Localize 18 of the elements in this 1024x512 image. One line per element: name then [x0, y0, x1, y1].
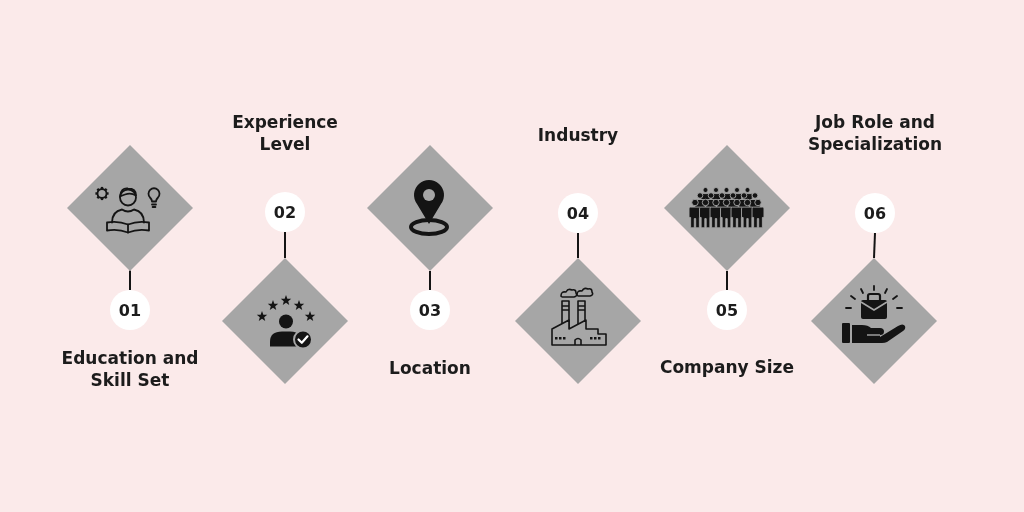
connector-line	[129, 269, 131, 291]
number-badge: 03	[410, 290, 450, 330]
connector-line	[429, 270, 431, 291]
step-title: Location	[389, 357, 471, 379]
connector-line	[873, 232, 876, 259]
step-title: Industry	[537, 124, 619, 146]
number-badge: 06	[855, 193, 895, 233]
step-title: Company Size	[659, 356, 795, 378]
number-badge: 02	[265, 192, 305, 232]
step-title: Job Role and Specialization	[806, 111, 944, 155]
number-badge: 01	[110, 290, 150, 330]
connector-line	[726, 270, 728, 291]
connector-line	[577, 232, 579, 259]
step-title: Education and Skill Set	[60, 347, 200, 391]
step-title: Experience Level	[231, 111, 339, 155]
connector-line	[284, 231, 286, 259]
number-badge: 04	[558, 193, 598, 233]
number-badge: 05	[707, 290, 747, 330]
